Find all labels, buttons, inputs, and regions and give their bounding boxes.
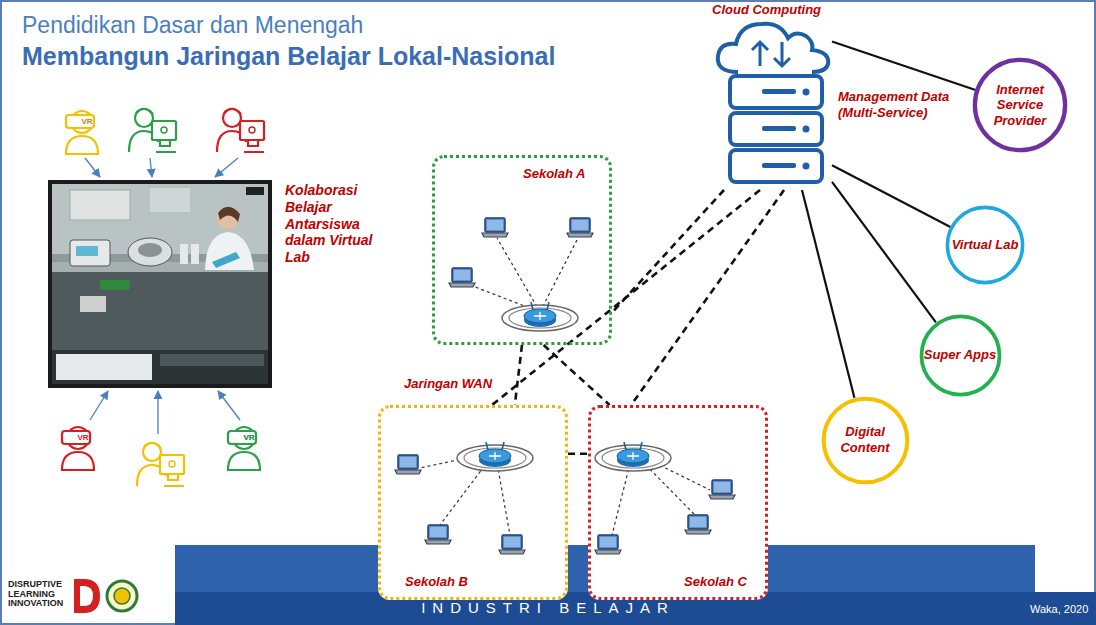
- wan-link: [612, 190, 724, 313]
- virtual-lab-screenshot: [48, 180, 272, 388]
- node-label: Management Data (Multi-Service): [838, 89, 950, 120]
- logo-mark: [74, 579, 100, 613]
- school-ground: [588, 405, 768, 600]
- school-network-box: Sekolah B: [378, 405, 568, 600]
- vr-label: VR: [73, 117, 101, 126]
- circle-label: Digital Content: [828, 424, 902, 455]
- school-ground: [432, 155, 612, 345]
- wan-link: [631, 190, 784, 405]
- logo-text: DISRUPTIVE LEARNING INNOVATION: [8, 580, 72, 609]
- cloud-server: Cloud ComputingManagement Data (Multi-Se…: [712, 25, 832, 190]
- slide-title: Membangun Jaringan Belajar Lokal-Nasiona…: [22, 42, 555, 71]
- service-link: [832, 182, 936, 323]
- circle-label: Virtual Lab: [952, 237, 1019, 253]
- wan-link: [515, 345, 522, 405]
- wan-link: [492, 190, 760, 405]
- school-network-box: Sekolah C: [588, 405, 768, 600]
- laptop-icons: [395, 218, 735, 554]
- service-circle: Internet Service Provider: [972, 57, 1068, 153]
- service-link: [832, 165, 950, 227]
- student-icons: [62, 109, 264, 486]
- service-link: [802, 190, 854, 398]
- school-ground: [378, 405, 568, 600]
- university-seal: [107, 581, 137, 611]
- university-seal: [114, 588, 130, 604]
- circle-label: Internet Service Provider: [983, 82, 1057, 129]
- subtitle: Pendidikan Dasar dan Menengah: [22, 12, 363, 39]
- network-label: Jaringan WAN: [402, 376, 494, 391]
- service-circle: Digital Content: [821, 396, 910, 485]
- student-arrows: [85, 158, 240, 434]
- circle-label: Super Apps: [924, 347, 996, 363]
- service-link: [832, 42, 976, 91]
- wan-link: [544, 345, 610, 405]
- vr-label: VR: [69, 433, 97, 442]
- service-circle: Super Apps: [919, 314, 1002, 397]
- school-network-box: Sekolah A: [432, 155, 612, 345]
- service-circle: Virtual Lab: [945, 205, 1025, 285]
- wan-link: [568, 452, 588, 455]
- cloud-server-icon: [718, 24, 828, 182]
- node-heading: Cloud Computing: [712, 2, 821, 18]
- footer-title: INDUSTRI BELAJAR: [348, 599, 748, 616]
- school-label: Sekolah A: [523, 166, 585, 182]
- school-label: Sekolah B: [405, 574, 468, 590]
- server-details: [762, 89, 810, 170]
- footer-credit: Waka, 2020: [1030, 603, 1088, 615]
- school-label: Sekolah C: [684, 574, 747, 590]
- vr-label: VR: [235, 433, 263, 442]
- callout-text: Kolaborasi Belajar Antarsiswa dalam Virt…: [285, 182, 373, 266]
